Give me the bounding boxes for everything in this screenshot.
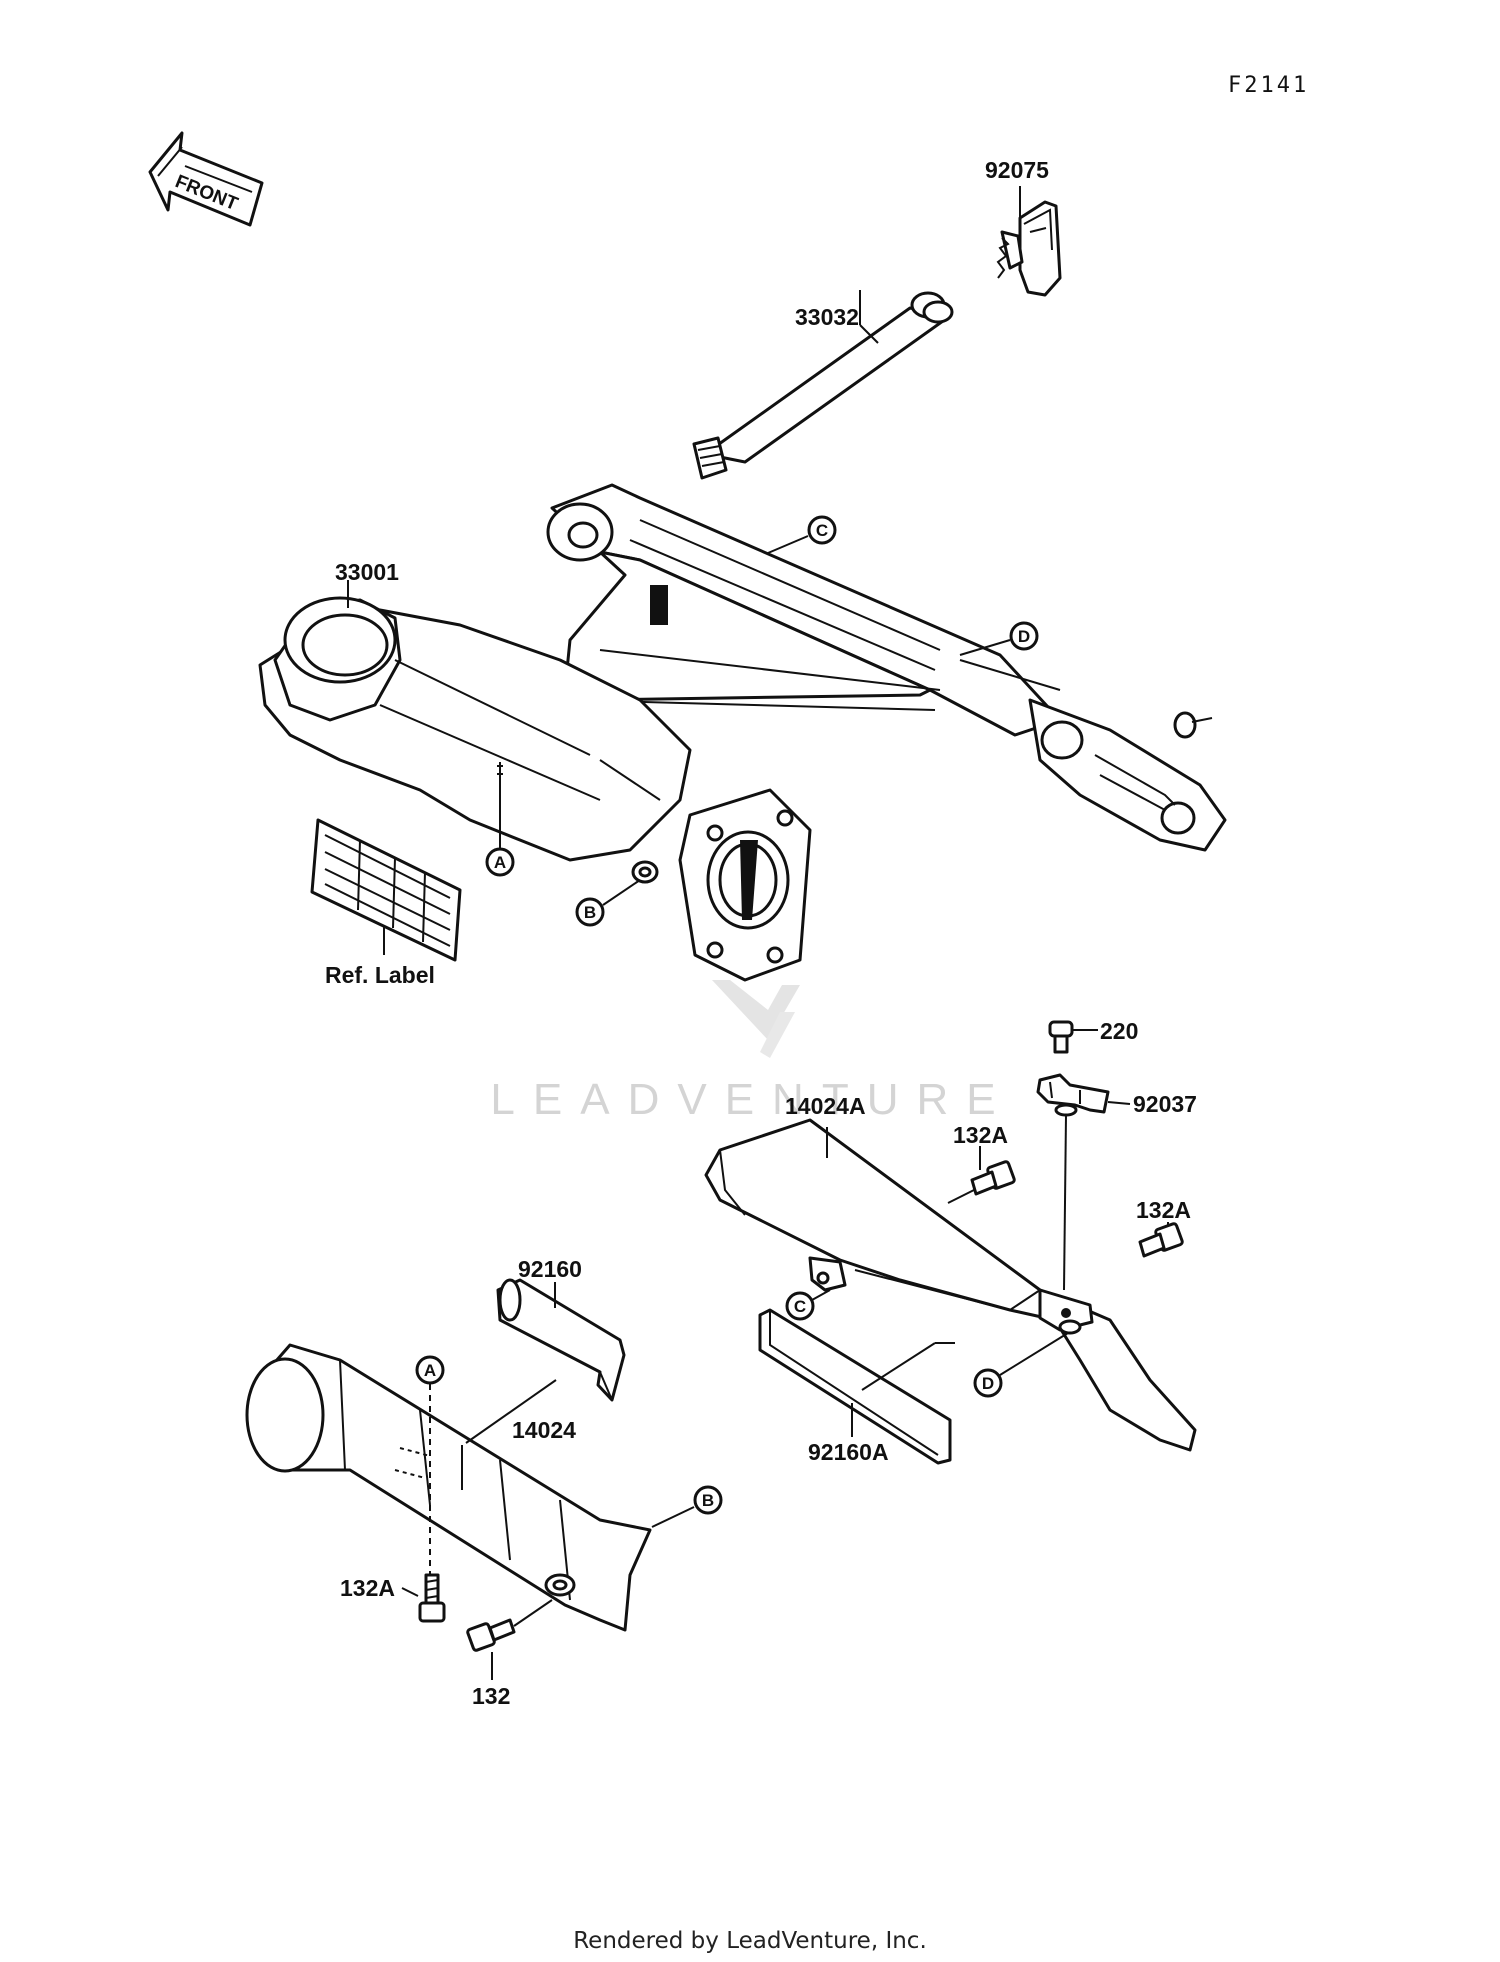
svg-text:B: B [584, 903, 596, 922]
marker-c-lower: C [785, 1291, 815, 1321]
watermark-text: LEADVENTURE [490, 1075, 1013, 1124]
watermark: LEADVENTURE [490, 980, 1013, 1124]
ref-label-text: Ref. Label [325, 962, 435, 988]
part-label-92160A: 92160A [808, 1439, 889, 1465]
part-label-92037: 92037 [1133, 1091, 1197, 1117]
bolt-132 [466, 1618, 516, 1652]
bolt-220 [1048, 1020, 1074, 1054]
marker-a-lower: A [415, 1355, 445, 1385]
part-label-92075: 92075 [985, 157, 1049, 183]
part-label-33032: 33032 [795, 304, 859, 330]
part-label-14024: 14024 [512, 1417, 576, 1443]
pivot-shaft-33032 [692, 291, 954, 480]
svg-text:C: C [794, 1297, 806, 1316]
front-arrow-icon: FRONT [148, 131, 264, 227]
marker-b-lower: B [693, 1485, 723, 1515]
part-label-132A-right: 132A [1136, 1197, 1191, 1223]
chain-guard-14024A [704, 1118, 1197, 1452]
svg-text:D: D [982, 1374, 994, 1393]
part-label-132: 132 [472, 1683, 510, 1709]
bolt-132A-right [1138, 1222, 1184, 1258]
svg-text:C: C [816, 521, 828, 540]
bolt-132A-upper [970, 1160, 1016, 1196]
part-label-92160: 92160 [518, 1256, 582, 1282]
pad-92160A [758, 1308, 952, 1465]
footer-credit: Rendered by LeadVenture, Inc. [573, 1928, 927, 1954]
svg-text:D: D [1018, 627, 1030, 646]
swingarm-33001 [258, 483, 1227, 982]
svg-text:B: B [702, 1491, 714, 1510]
part-label-132A-lower: 132A [340, 1575, 395, 1601]
marker-d-upper: D [1009, 621, 1039, 651]
tube-cover-14024 [245, 1343, 652, 1632]
clamp-92037 [1036, 1073, 1110, 1117]
marker-b-upper: B [575, 897, 605, 927]
bolt-132A-lower [418, 1573, 446, 1623]
part-label-132A-upper: 132A [953, 1122, 1008, 1148]
svg-text:A: A [494, 853, 506, 872]
marker-c-upper: C [807, 515, 837, 545]
collar-92075 [996, 200, 1062, 297]
part-label-33001: 33001 [335, 559, 399, 585]
diagram-code: F2141 [1228, 73, 1309, 98]
pad-92160 [496, 1278, 626, 1402]
part-label-220: 220 [1100, 1018, 1138, 1044]
part-label-14024A: 14024A [785, 1093, 866, 1119]
marker-d-lower: D [973, 1368, 1003, 1398]
reference-label: Ref. Label [310, 818, 462, 988]
svg-text:A: A [424, 1361, 436, 1380]
marker-a-upper: A [485, 847, 515, 877]
